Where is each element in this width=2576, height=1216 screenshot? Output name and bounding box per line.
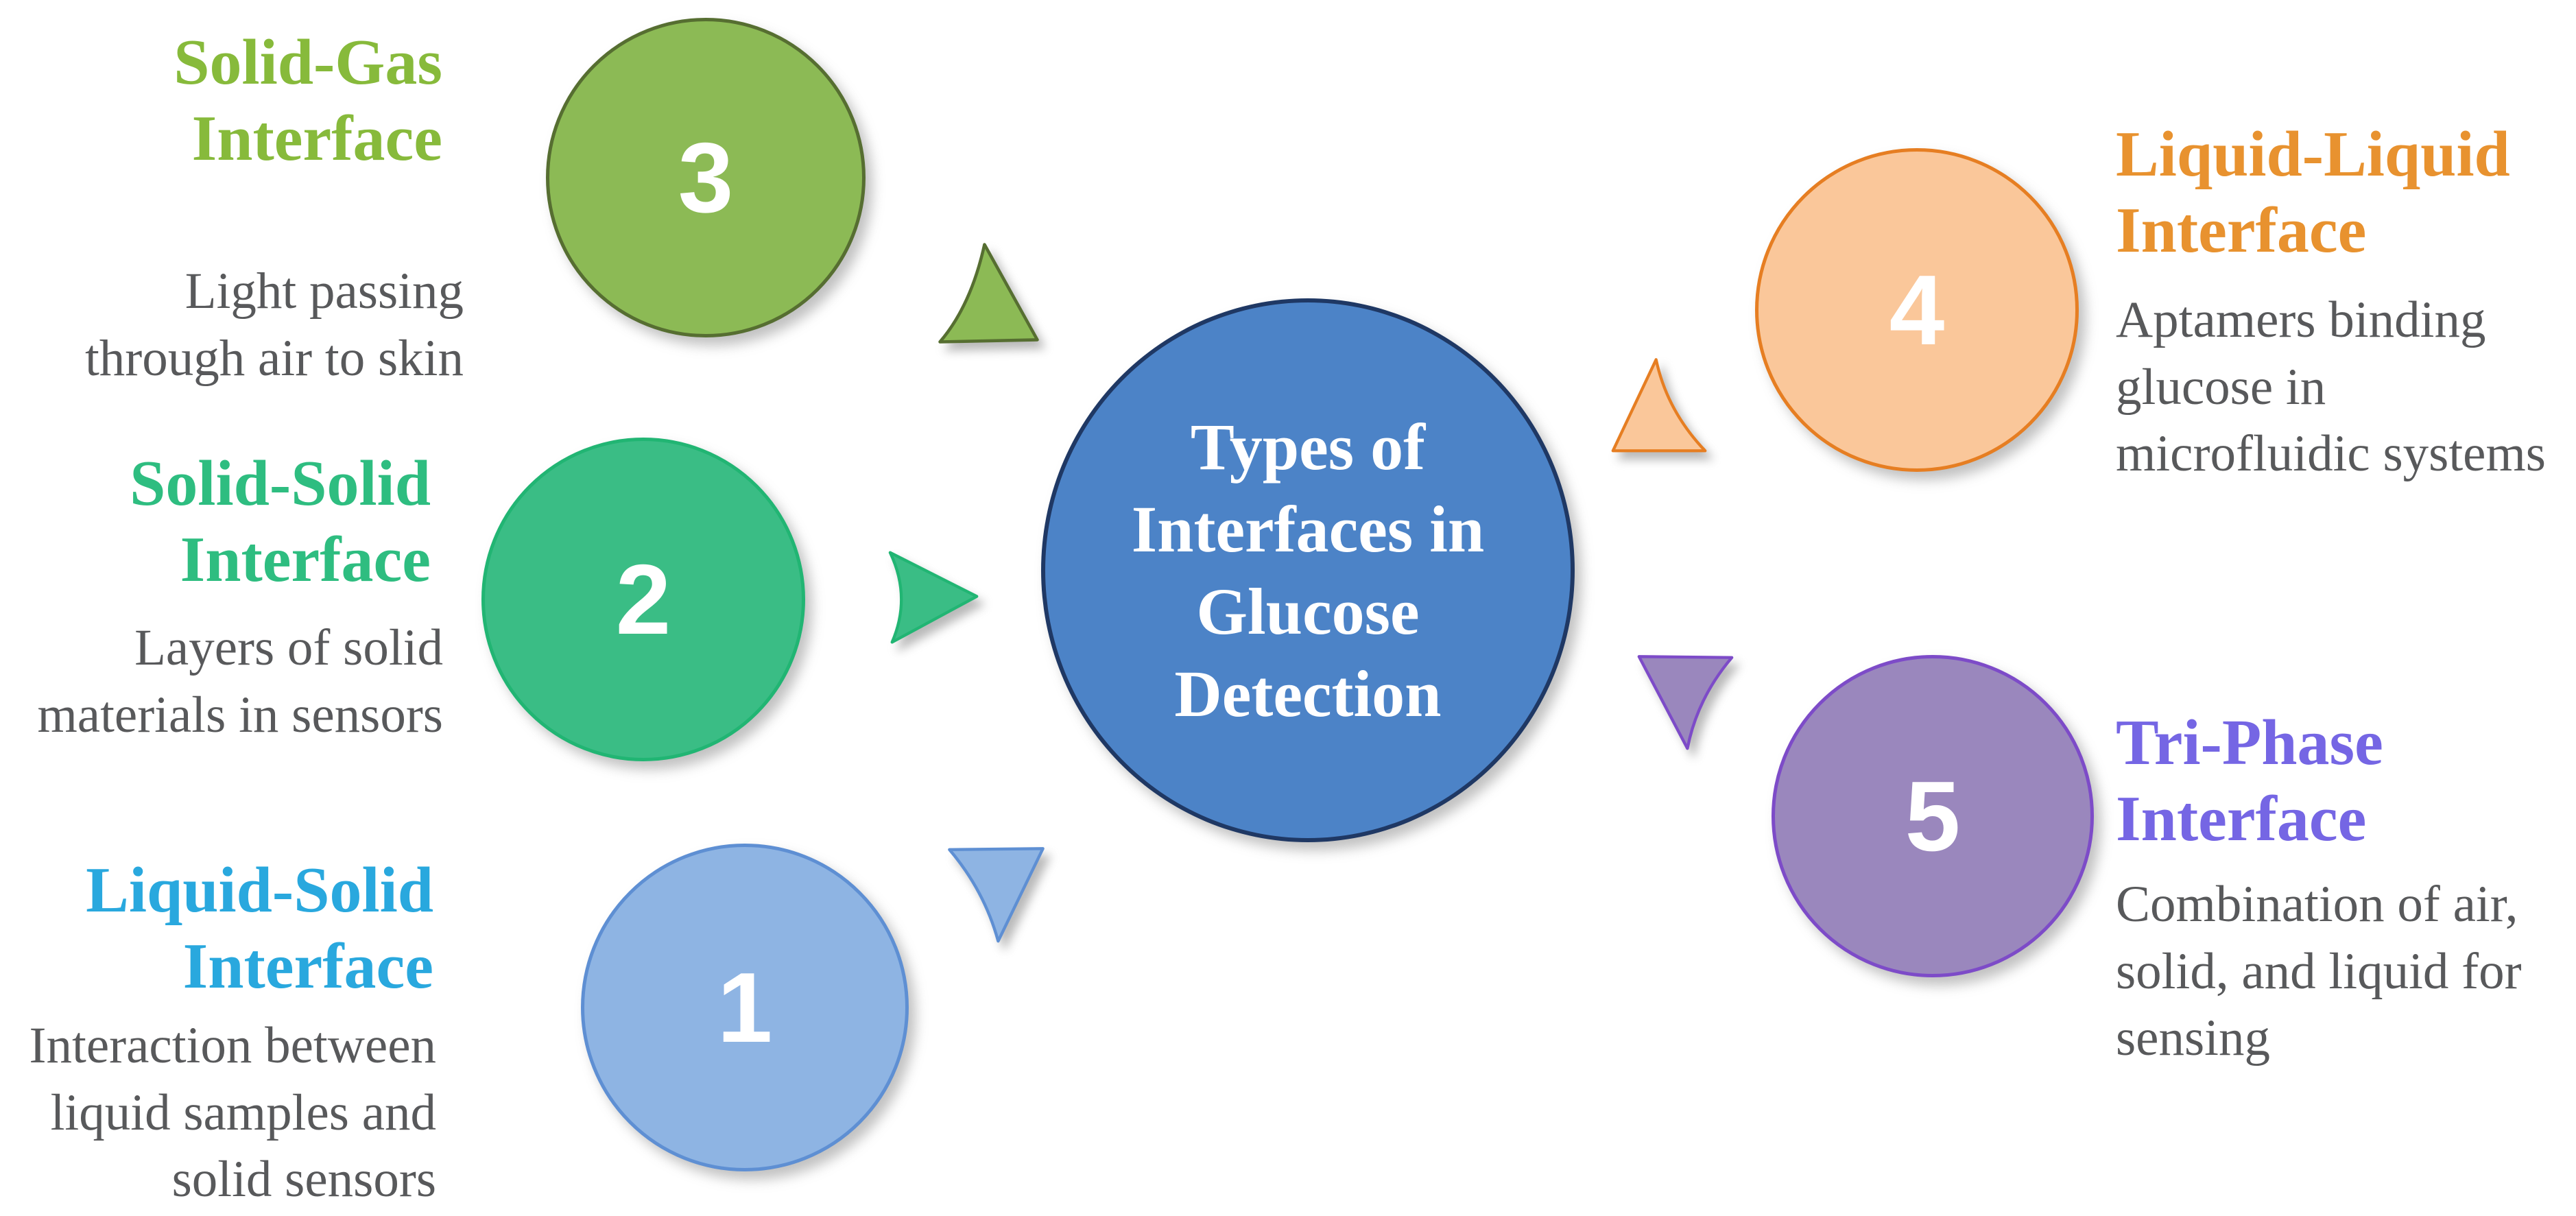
liquid-solid-title-line: Liquid-Solid	[86, 855, 433, 926]
tri-phase-description: Combination of air, solid, and liquid fo…	[2116, 871, 2572, 1072]
solid-solid-arrow-right-icon	[888, 551, 979, 644]
solid-solid-label-title: Solid-Solid Interface	[0, 446, 431, 598]
liquid-solid-description: Interaction between liquid samples and s…	[0, 1012, 436, 1213]
solid-solid-description: Layers of solid materials in sensors	[0, 615, 443, 748]
tri-phase-desc-line: Combination of air,	[2116, 876, 2518, 933]
center-title-line: Types of	[1190, 409, 1426, 484]
liquid-liquid-arrow-up-icon	[1611, 358, 1707, 453]
liquid-liquid-title-line: Interface	[2116, 194, 2367, 266]
center-circle: Types of Interfaces in Glucose Detection	[1041, 298, 1575, 842]
center-title-line: Interfaces in	[1131, 492, 1485, 566]
solid-gas-title-line: Solid-Gas	[174, 27, 442, 98]
center-title-line: Glucose	[1196, 574, 1420, 648]
solid-solid-desc-line: materials in sensors	[37, 686, 443, 743]
solid-gas-circle: 3	[546, 18, 866, 337]
solid-solid-desc-line: Layers of solid	[134, 619, 443, 676]
liquid-liquid-desc-line: Aptamers binding	[2116, 291, 2486, 348]
tri-phase-desc-line: solid, and liquid for	[2116, 942, 2522, 1000]
solid-gas-label-title: Solid-Gas Interface	[0, 25, 442, 177]
solid-gas-number: 3	[678, 121, 734, 233]
tri-phase-arrow-down-icon	[1637, 655, 1734, 750]
liquid-solid-label-title: Liquid-Solid Interface	[0, 853, 433, 1005]
tri-phase-label-title: Tri-Phase Interface	[2116, 705, 2572, 857]
liquid-liquid-number: 4	[1889, 254, 1945, 366]
tri-phase-title-line: Interface	[2116, 783, 2367, 855]
solid-solid-title-line: Solid-Solid	[130, 448, 431, 519]
tri-phase-number: 5	[1905, 760, 1961, 872]
liquid-liquid-circle: 4	[1755, 148, 2079, 472]
solid-solid-title-line: Interface	[180, 523, 431, 595]
solid-solid-circle: 2	[481, 438, 805, 761]
tri-phase-circle: 5	[1772, 655, 2094, 977]
center-title: Types of Interfaces in Glucose Detection	[1132, 406, 1485, 735]
liquid-solid-number: 1	[717, 951, 773, 1063]
liquid-solid-title-line: Interface	[182, 930, 433, 1002]
solid-solid-number: 2	[615, 543, 671, 655]
liquid-solid-desc-line: Interaction between	[29, 1017, 436, 1074]
liquid-solid-arrow-down-icon	[948, 847, 1045, 943]
solid-gas-arrow-up-icon	[938, 243, 1039, 344]
liquid-liquid-description: Aptamers binding glucose in microfluidic…	[2116, 287, 2572, 488]
solid-gas-description: Light passing through air to skin	[0, 258, 464, 392]
solid-gas-title-line: Interface	[191, 102, 442, 174]
solid-gas-desc-line: Light passing	[184, 263, 464, 320]
tri-phase-title-line: Tri-Phase	[2116, 707, 2383, 778]
liquid-liquid-label-title: Liquid-Liquid Interface	[2116, 117, 2572, 269]
center-title-line: Detection	[1174, 656, 1442, 730]
liquid-solid-desc-line: solid sensors	[171, 1151, 436, 1208]
liquid-solid-circle: 1	[581, 844, 909, 1171]
solid-gas-desc-line: through air to skin	[84, 329, 464, 387]
tri-phase-desc-line: sensing	[2116, 1010, 2270, 1066]
liquid-liquid-desc-line: microfluidic systems	[2116, 425, 2546, 482]
liquid-solid-desc-line: liquid samples and	[50, 1084, 436, 1141]
liquid-liquid-title-line: Liquid-Liquid	[2116, 119, 2510, 190]
liquid-liquid-desc-line: glucose in	[2116, 358, 2326, 416]
